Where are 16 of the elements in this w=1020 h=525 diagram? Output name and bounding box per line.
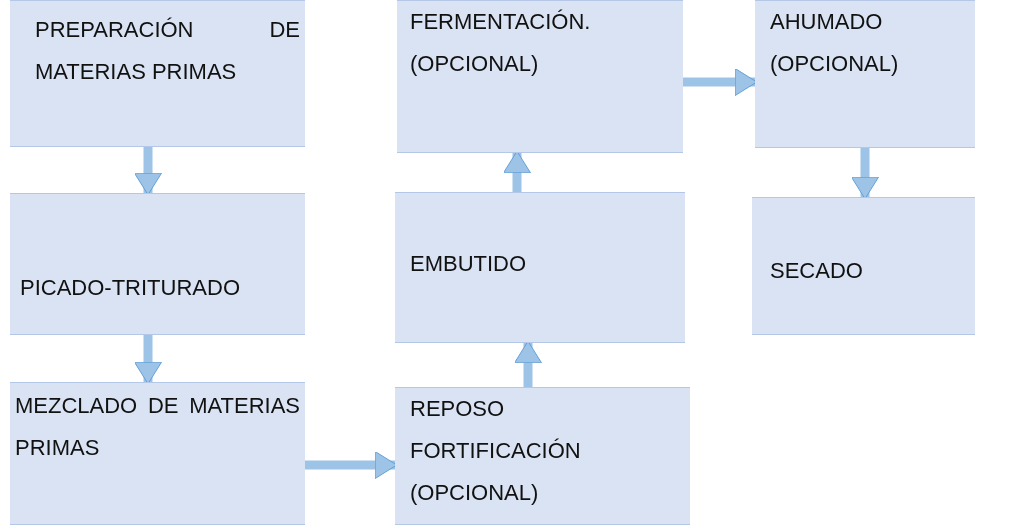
process-box — [752, 197, 975, 335]
process-box — [10, 382, 305, 525]
step-label: FERMENTACIÓN. (OPCIONAL) — [410, 8, 592, 78]
process-box — [395, 387, 690, 525]
process-box — [10, 0, 305, 147]
step-label: SECADO — [770, 257, 864, 285]
step-label: PICADO-TRITURADO — [20, 274, 241, 302]
step-label: PREPARACIÓN DE MATERIAS PRIMAS — [35, 16, 300, 86]
step-label: MEZCLADO DE MATERIAS PRIMAS — [15, 392, 300, 462]
step-label: AHUMADO (OPCIONAL) — [770, 8, 900, 78]
step-label: EMBUTIDO — [410, 250, 528, 278]
process-box — [755, 0, 975, 148]
process-box — [397, 0, 683, 153]
step-label: REPOSO FORTIFICACIÓN (OPCIONAL) — [410, 395, 582, 507]
process-box — [10, 193, 305, 335]
process-box — [395, 192, 685, 343]
